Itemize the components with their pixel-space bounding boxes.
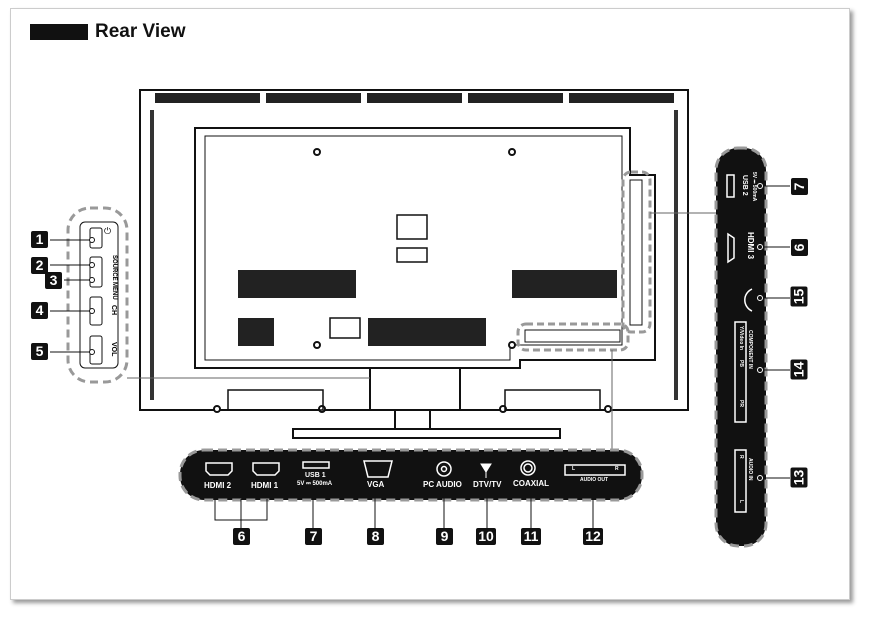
page-title: Rear View (95, 21, 186, 42)
vol-button-label: VOL (110, 342, 117, 357)
component-in-label: COMPONENT IN (747, 330, 753, 369)
callout-8: 8 (367, 528, 384, 545)
hdmi1-label: HDMI 1 (251, 481, 279, 490)
callout-2: 2 (31, 257, 48, 274)
stand-base (292, 428, 561, 439)
dtv-tv-label: DTV/TV (473, 480, 502, 489)
audio-in-label: AUDIO IN (747, 458, 753, 481)
usb2-label: USB 2 (741, 175, 748, 196)
callout-10: 10 (476, 528, 496, 545)
callout-12: 12 (583, 528, 603, 545)
menu-button-label: MENU (111, 282, 117, 300)
callout-7-side: 7 (791, 178, 808, 195)
callout-9: 9 (436, 528, 453, 545)
audio-in-r: R (738, 455, 744, 459)
pr-label: PR (738, 400, 744, 407)
callout-1: 1 (31, 231, 48, 248)
audio-out-r: R (615, 466, 619, 472)
back-panel (194, 127, 656, 369)
hdmi2-label: HDMI 2 (204, 481, 232, 490)
callout-4: 4 (31, 302, 48, 319)
callout-6-side: 6 (791, 239, 808, 256)
callout-13: 13 (790, 467, 808, 488)
callout-3: 3 (45, 272, 62, 289)
side-button-highlight (66, 206, 129, 384)
ch-button-label: CH (110, 305, 117, 316)
bottom-port-panel (178, 448, 644, 502)
vent-grilles (238, 270, 617, 346)
vga-label: VGA (367, 480, 385, 489)
usb1-label: USB 1 (305, 472, 326, 479)
pb-label: PB (738, 360, 744, 367)
callout-7: 7 (305, 528, 322, 545)
y-video-label: Y/Video In (738, 326, 744, 351)
callout-14: 14 (790, 359, 808, 380)
audio-in-l: L (738, 500, 744, 504)
hdmi3-label: HDMI 3 (746, 232, 755, 260)
title-bar-decoration (30, 24, 88, 40)
power-icon: ⏻ (104, 226, 112, 236)
top-vents (155, 93, 674, 103)
audio-out-label: AUDIO OUT (580, 477, 609, 483)
callout-5: 5 (31, 343, 48, 360)
source-button-label: SOURCE (111, 255, 117, 281)
usb2-rating: 5V ⎓ 500mA (751, 172, 757, 202)
usb1-rating: 5V ⎓ 500mA (297, 481, 333, 487)
callout-11: 11 (521, 528, 541, 545)
tv-body (139, 89, 689, 411)
callout-15: 15 (790, 286, 808, 307)
callout-6: 6 (233, 528, 250, 545)
stand-mount (369, 367, 461, 411)
audio-out-l: L (572, 466, 576, 472)
coaxial-label: COAXIAL (513, 479, 549, 488)
pc-audio-label: PC AUDIO (423, 480, 462, 489)
